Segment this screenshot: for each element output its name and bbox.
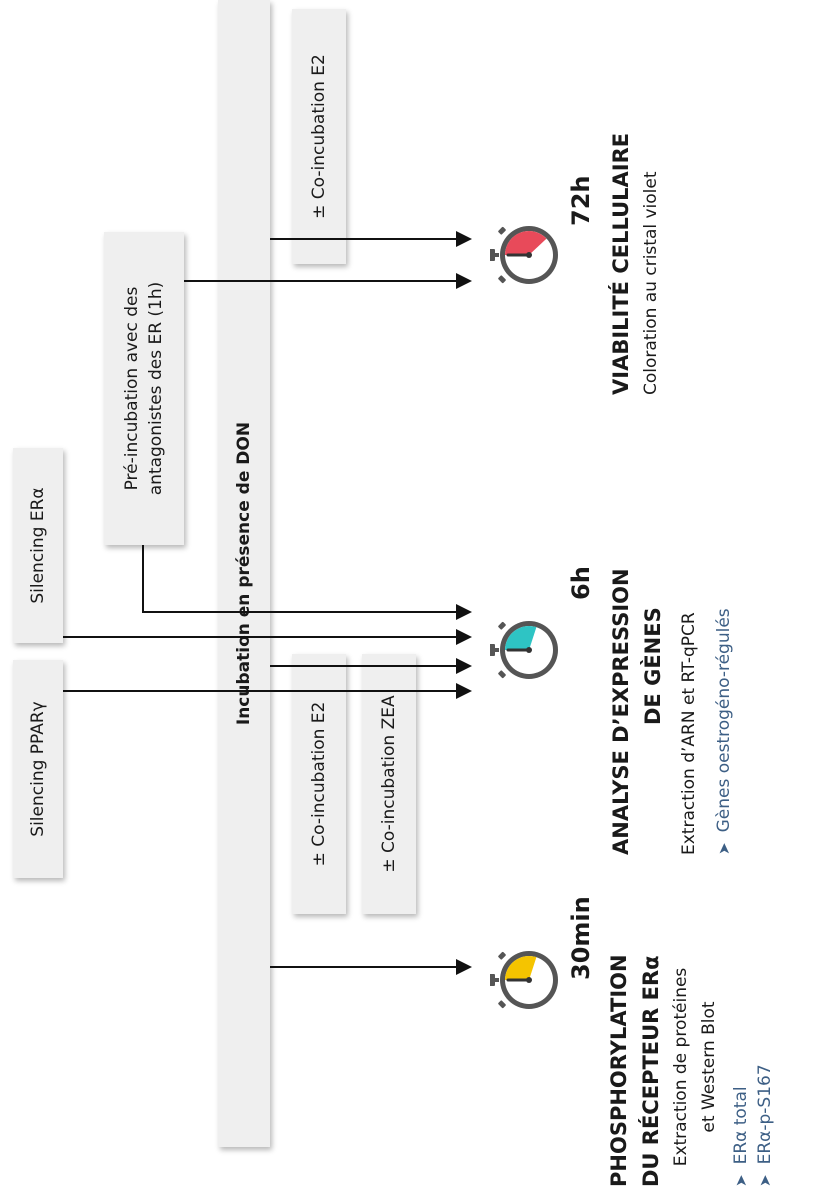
genes-title-line2: DE GÈNES xyxy=(641,607,665,725)
stopwatch-icon-6h xyxy=(490,621,558,679)
box-pre-incubation: Pré-incubation avec des antagonistes des… xyxy=(104,232,184,545)
phospho-title-line1: PHOSPHORYLATION xyxy=(607,954,631,1187)
line-pre-to-6h xyxy=(142,611,456,613)
arrow-head xyxy=(456,629,472,645)
arrowhead-bullet-icon: ➤ xyxy=(715,842,733,855)
box-coincubation-e2-top: ± Co-incubation E2 xyxy=(292,9,346,264)
box-label: Incubation en présence de DON xyxy=(234,421,254,726)
box-label: Silencing ERα xyxy=(28,487,48,604)
box-label: ± Co-incubation E2 xyxy=(309,54,329,219)
arrow-head xyxy=(456,683,472,699)
box-incubation-don: Incubation en présence de DON xyxy=(218,0,270,1147)
genes-method: Extraction d’ARN et RT-qPCR xyxy=(679,612,699,855)
viability-title: VIABILITÉ CELLULAIRE xyxy=(609,132,633,395)
box-label-group: Pré-incubation avec des antagonistes des… xyxy=(104,232,184,545)
box-coincubation-zea: ± Co-incubation ZEA xyxy=(362,654,416,914)
arrow-head xyxy=(456,658,472,674)
box-label: Silencing PPARγ xyxy=(28,701,48,837)
box-label: ± Co-incubation E2 xyxy=(309,701,329,867)
line-silencing-er-to-6h xyxy=(63,636,456,638)
phospho-title-line2: DU RÉCEPTEUR ERα xyxy=(639,955,663,1187)
line-pre-to-72h xyxy=(184,280,456,282)
box-label: ± Co-incubation ZEA xyxy=(379,695,399,873)
line-pre-down xyxy=(142,545,144,613)
phospho-item: ➤ERα total xyxy=(731,1086,751,1187)
arrowhead-bullet-icon: ➤ xyxy=(756,1174,774,1187)
box-coincubation-e2: ± Co-incubation E2 xyxy=(292,654,346,914)
line-e2-to-72h xyxy=(270,238,456,240)
line-silencing-ppar-to-6h xyxy=(63,690,456,692)
duration-72h: 72h xyxy=(567,175,595,226)
box-label-line2: antagonistes des ER (1h) xyxy=(146,281,166,496)
box-silencing-ppar: Silencing PPARγ xyxy=(13,660,63,878)
line-don-to-30min xyxy=(270,966,456,968)
stopwatch-icon-72h xyxy=(490,226,558,284)
arrow-head xyxy=(456,959,472,975)
line-e2-to-6h xyxy=(270,665,456,667)
duration-6h: 6h xyxy=(567,566,595,600)
arrow-head xyxy=(456,604,472,620)
arrow-head xyxy=(456,231,472,247)
outcome-gene-expression: ANALYSE D’EXPRESSION DE GÈNES Extraction… xyxy=(605,568,739,855)
outcome-phosphorylation: PHOSPHORYLATION DU RÉCEPTEUR ERα Extract… xyxy=(603,947,777,1187)
duration-30min: 30min xyxy=(567,896,595,980)
phospho-method-line2: et Western Blot xyxy=(699,1001,719,1133)
stopwatch-icon-30min xyxy=(490,951,558,1009)
genes-title-line1: ANALYSE D’EXPRESSION xyxy=(609,568,633,855)
genes-item: ➤Gènes oestrogéno-régulés xyxy=(709,568,739,855)
outcome-viability: VIABILITÉ CELLULAIRE Coloration au crist… xyxy=(605,133,665,395)
arrowhead-bullet-icon: ➤ xyxy=(732,1174,750,1187)
phospho-method-line1: Extraction de protéines xyxy=(671,967,691,1167)
arrow-head xyxy=(456,273,472,289)
box-label-line1: Pré-incubation avec des xyxy=(122,286,142,491)
phospho-item: ➤ERα-p-S167 xyxy=(755,1064,775,1187)
box-silencing-er: Silencing ERα xyxy=(13,448,63,643)
viability-method: Coloration au cristal violet xyxy=(641,171,661,395)
